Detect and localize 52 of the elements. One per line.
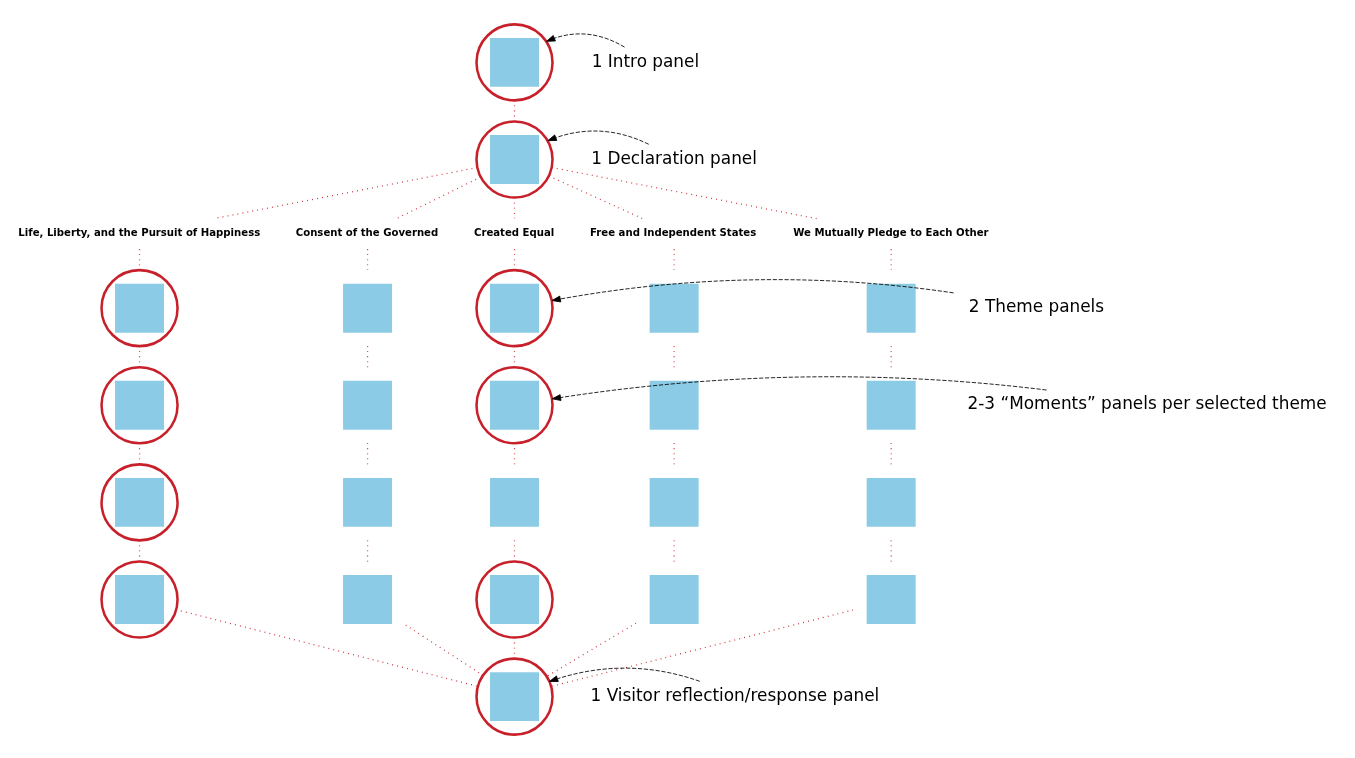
node-box: [343, 574, 393, 624]
node-text: 1 Intro panel: [591, 50, 700, 71]
connector: [366, 442, 369, 465]
connector: [396, 176, 482, 219]
node-box: [490, 477, 539, 527]
arrow: [547, 130, 650, 145]
node-text: Free and Independent States: [590, 226, 757, 238]
node-box: [649, 477, 699, 527]
node-box: [866, 574, 916, 624]
node-box: [649, 283, 699, 333]
node-box: [866, 380, 916, 430]
connector: [546, 622, 637, 677]
node-box: [649, 380, 699, 430]
arrow: [551, 278, 955, 302]
connector: [550, 608, 854, 687]
arrow: [551, 375, 1047, 401]
connector: [890, 442, 892, 465]
connector: [890, 248, 892, 271]
connector: [513, 539, 516, 562]
node-box: [649, 574, 699, 624]
connector: [513, 196, 516, 219]
node-circle: [100, 365, 179, 445]
node-circle: [475, 656, 554, 736]
connector: [405, 624, 484, 676]
node-circle: [475, 268, 554, 347]
node-box: [343, 283, 393, 333]
connector: [513, 99, 516, 122]
node-circle: [100, 462, 179, 542]
arrow: [548, 667, 701, 682]
node-text: 1 Declaration panel: [591, 147, 757, 168]
connector: [366, 345, 369, 368]
node-circle: [475, 365, 554, 445]
node-circle: [100, 268, 179, 347]
node-text: Life, Liberty, and the Pursuit of Happiness: [18, 226, 261, 238]
node-text: Created Equal: [473, 226, 555, 238]
node-circle: [475, 559, 554, 639]
connector: [890, 345, 892, 368]
connector: [366, 248, 369, 271]
node-box: [343, 477, 393, 527]
connector: [548, 174, 644, 219]
node-text: 2 Theme panels: [968, 295, 1105, 316]
node-box: [343, 380, 393, 430]
node-text: 2-3 “Moments” panels per selected theme: [967, 392, 1327, 413]
node-text: Consent of the Governed: [295, 226, 439, 238]
node-box: [866, 283, 916, 333]
node-text: 1 Visitor reflection/response panel: [590, 684, 880, 705]
node-box: [866, 477, 916, 527]
arrow: [546, 33, 625, 47]
node-text: We Mutually Pledge to Each Other: [793, 226, 989, 238]
node-circle: [100, 559, 179, 639]
node-circle: [475, 119, 554, 199]
connector: [138, 539, 141, 562]
